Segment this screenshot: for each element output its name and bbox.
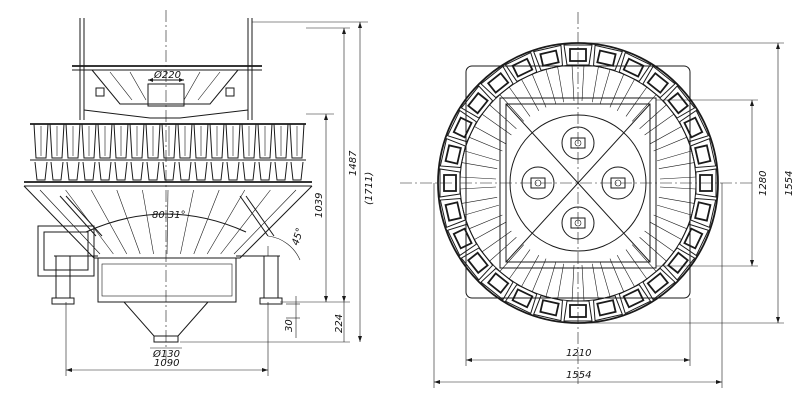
height-224-label: 224 — [334, 314, 345, 333]
side-bucket — [161, 123, 177, 181]
top-bucket — [656, 137, 717, 169]
top-bucket — [563, 264, 593, 322]
side-bucket — [145, 123, 161, 181]
cone-rib — [220, 189, 271, 255]
top-bucket — [609, 51, 652, 112]
top-bucket — [592, 261, 624, 322]
cone-rib — [193, 189, 220, 255]
side-bucket — [177, 123, 193, 181]
outlet-diameter-label: Ø130 — [152, 348, 180, 360]
top-bucket — [439, 197, 500, 229]
side-bucket — [257, 123, 273, 181]
top-bucket — [480, 65, 531, 122]
total-height-label: (1711) — [364, 172, 375, 205]
cone-rib — [39, 189, 101, 255]
top-bucket — [480, 244, 531, 301]
top-bucket — [563, 44, 593, 102]
side-view: Ø220 80.31° 45° Ø130 1090 (1711) 1487 10… — [23, 10, 375, 376]
side-bucket — [193, 123, 209, 181]
cone-rib — [206, 189, 246, 255]
vibrator-unit — [521, 166, 555, 200]
top-bucket — [504, 254, 547, 315]
top-bucket — [460, 230, 517, 281]
vibrator-unit — [601, 166, 635, 200]
side-bucket — [273, 123, 289, 181]
top-bucket — [592, 44, 624, 105]
side-bucket — [129, 123, 145, 181]
side-bucket — [113, 123, 129, 181]
top-bucket — [439, 137, 500, 169]
top-bucket — [656, 197, 717, 229]
top-bucket — [504, 51, 547, 112]
top-bucket — [446, 109, 507, 152]
top-width-1210-label: 1210 — [566, 348, 591, 359]
width-dimension-label: 1090 — [154, 358, 179, 369]
side-bucket — [33, 123, 49, 181]
top-bucket — [460, 85, 517, 136]
top-height-1280-label: 1280 — [758, 171, 769, 196]
top-bucket — [532, 44, 564, 105]
height-30-label: 30 — [284, 319, 295, 332]
cone-rib — [166, 189, 169, 255]
tilt-angle-label: 45° — [290, 227, 306, 247]
top-diameter-label: Ø220 — [153, 69, 181, 81]
side-bucket — [65, 123, 81, 181]
height-1487-label: 1487 — [348, 150, 359, 176]
cone-rib — [142, 189, 154, 255]
top-width-1554-label: 1554 — [566, 370, 591, 381]
top-bucket — [625, 65, 676, 122]
side-bucket — [81, 123, 97, 181]
side-bucket — [49, 123, 65, 181]
cone-rib — [90, 189, 128, 255]
top-bucket — [439, 168, 497, 198]
side-bucket — [97, 123, 113, 181]
top-bucket — [625, 244, 676, 301]
top-bucket — [659, 168, 717, 198]
side-bucket — [241, 123, 257, 181]
top-bucket — [649, 109, 710, 152]
height-1039-label: 1039 — [314, 193, 325, 218]
top-bucket — [446, 214, 507, 257]
top-bucket — [639, 230, 696, 281]
cone-rib — [233, 189, 297, 255]
vibrator-unit — [561, 126, 595, 160]
cone-rib — [180, 189, 194, 255]
cone-angle-label: 80.31° — [152, 210, 186, 221]
side-bucket — [289, 123, 305, 181]
top-bucket — [609, 254, 652, 315]
top-bucket — [532, 261, 564, 322]
top-height-1554-label: 1554 — [784, 171, 795, 196]
vibrator-unit — [561, 206, 595, 240]
top-bucket — [649, 214, 710, 257]
side-bucket — [225, 123, 241, 181]
top-view: 1280 1554 1210 1554 — [400, 12, 795, 388]
cone-rib — [116, 189, 141, 255]
side-bucket — [209, 123, 225, 181]
